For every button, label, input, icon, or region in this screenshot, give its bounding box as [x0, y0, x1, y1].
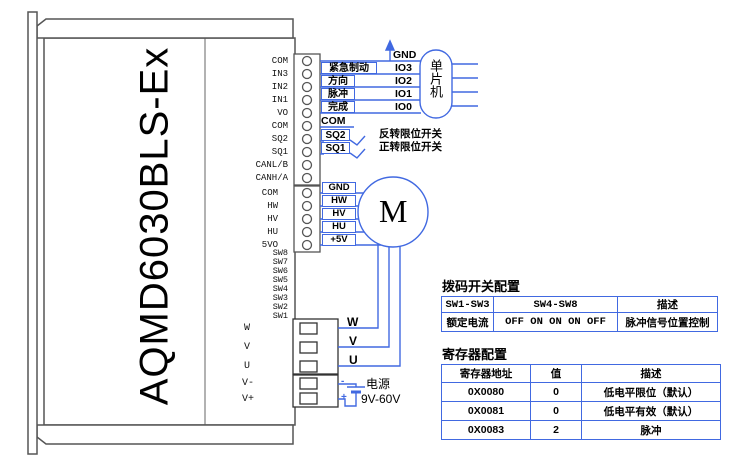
dip-table-cell-current: 额定电流	[441, 312, 494, 332]
pin-label-in1: IN1	[271, 95, 288, 105]
device-body	[27, 11, 296, 455]
hall-terminal-block	[293, 185, 321, 253]
power-pin-label-vplus: V+	[242, 394, 255, 405]
register-table: 寄存器地址 值 描述 0X0080 0 低电平限位（默认） 0X0081 0 低…	[441, 364, 721, 440]
pin-label-com2: COM	[271, 121, 288, 131]
pin-label-hw: HW	[267, 201, 278, 211]
device-model-label: AQMD6030BLS-Ex	[132, 46, 177, 406]
dip-table: SW1-SW3 SW4-SW8 描述 额定电流 OFF ON ON ON OFF…	[441, 296, 718, 332]
dip-pin-label-sw6: SW6	[272, 266, 288, 276]
phase-terminal-block	[292, 318, 339, 375]
limit-switch-desc-forward: 正转限位开关	[379, 141, 442, 153]
signal-label-emergency-brake: 紧急制动	[321, 62, 377, 74]
dip-table-header-sw48: SW4-SW8	[493, 296, 618, 313]
control-wires	[320, 39, 478, 159]
register-table-title: 寄存器配置	[442, 347, 508, 362]
register-row-addr: 0X0081	[441, 401, 531, 421]
dip-pin-label-sw7: SW7	[272, 257, 288, 267]
pin-label-vo: VO	[277, 108, 288, 118]
dip-pin-label-sw3: SW3	[272, 293, 288, 303]
battery-plus-label: +	[341, 392, 347, 403]
dip-table-cell-desc: 脉冲信号位置控制	[617, 312, 718, 332]
power-pin-label-vminus: V-	[242, 378, 255, 389]
limit-switch-symbol-icon	[349, 148, 366, 159]
power-pin-label-w: W	[244, 323, 251, 334]
hall-wire-label-hw: HW	[322, 195, 356, 207]
hall-wire-label-hu: HU	[322, 221, 356, 233]
dip-pin-label-sw5: SW5	[272, 275, 288, 285]
power-pin-label-v: V	[244, 342, 251, 353]
register-row-value: 0	[530, 401, 582, 421]
power-wires	[338, 383, 357, 407]
limit-switch-label-sq1: SQ1	[321, 142, 350, 154]
register-table-header-desc: 描述	[581, 364, 721, 383]
dip-pin-label-sw4: SW4	[272, 284, 288, 294]
signal-label-pulse: 脉冲	[321, 88, 355, 100]
hall-wire-label-hv: HV	[322, 208, 356, 220]
register-row-desc: 低电平限位（默认）	[581, 382, 721, 402]
pin-label-hv: HV	[267, 214, 278, 224]
io-port-label-io1: IO1	[395, 88, 412, 100]
hall-wire-label-5v: +5V	[322, 234, 356, 246]
io-terminal-block	[293, 53, 321, 186]
io-port-label-io3: IO3	[395, 62, 412, 74]
pin-label-sq2: SQ2	[271, 134, 288, 144]
battery-icon	[347, 386, 365, 394]
limit-switch-label-sq2: SQ2	[321, 129, 350, 141]
phase-wire-label-v: V	[349, 334, 358, 348]
dip-pin-label-sw8: SW8	[272, 248, 288, 258]
limit-switch-symbol-icon	[349, 135, 366, 146]
pin-label-canha: CANH/A	[255, 173, 288, 183]
signal-label-done: 完成	[321, 101, 355, 113]
dip-pin-label-sw2: SW2	[272, 302, 288, 312]
register-row-value: 0	[530, 382, 582, 402]
gnd-label: GND	[393, 49, 417, 61]
power-supply-name: 电源	[366, 377, 391, 391]
io-port-label-io0: IO0	[395, 101, 412, 113]
register-row-value: 2	[530, 420, 582, 440]
dip-table-header-desc: 描述	[617, 296, 718, 313]
pin-label-hu: HU	[267, 227, 278, 237]
register-table-header-value: 值	[530, 364, 582, 383]
heatsink-bracket	[27, 11, 38, 455]
power-terminal-block	[292, 374, 339, 408]
dip-table-header-sw13: SW1-SW3	[441, 296, 494, 313]
pin-label-5vo: 5VO	[261, 240, 278, 250]
register-row-addr: 0X0080	[441, 382, 531, 402]
com-wire-label: COM	[321, 115, 346, 127]
io-port-label-io2: IO2	[395, 75, 412, 87]
motor-label: M	[379, 193, 408, 229]
pin-label-com1: COM	[271, 56, 288, 66]
register-row-addr: 0X0083	[441, 420, 531, 440]
register-row-desc: 低电平有效（默认）	[581, 401, 721, 421]
phase-wire-label-u: U	[349, 353, 358, 367]
phase-wire-label-w: W	[347, 315, 359, 329]
pin-label-in3: IN3	[271, 69, 288, 79]
pin-label-in2: IN2	[271, 82, 288, 92]
battery-minus-label: -	[341, 376, 345, 387]
limit-switch-desc-reverse: 反转限位开关	[379, 128, 442, 140]
motor-symbol	[357, 176, 429, 248]
dip-table-cell-switches: OFF ON ON ON OFF	[493, 312, 618, 332]
dip-table-title: 拨码开关配置	[442, 279, 521, 294]
pin-label-canlb: CANL/B	[255, 160, 288, 170]
pin-label-com3: COM	[261, 188, 278, 198]
signal-label-direction: 方向	[321, 75, 355, 87]
ground-arrow-head-icon	[384, 39, 396, 51]
register-row-desc: 脉冲	[581, 420, 721, 440]
phase-wires	[338, 244, 401, 367]
register-table-header-addr: 寄存器地址	[441, 364, 531, 383]
dip-pin-label-sw1: SW1	[272, 311, 288, 321]
hall-wire-label-gnd: GND	[322, 182, 356, 194]
mcu-label: 单片机	[428, 59, 443, 98]
pin-label-sq1: SQ1	[271, 147, 288, 157]
mcu-symbol	[419, 49, 453, 119]
power-supply-voltage: 9V-60V	[361, 392, 401, 406]
power-pin-label-u: U	[244, 361, 251, 372]
